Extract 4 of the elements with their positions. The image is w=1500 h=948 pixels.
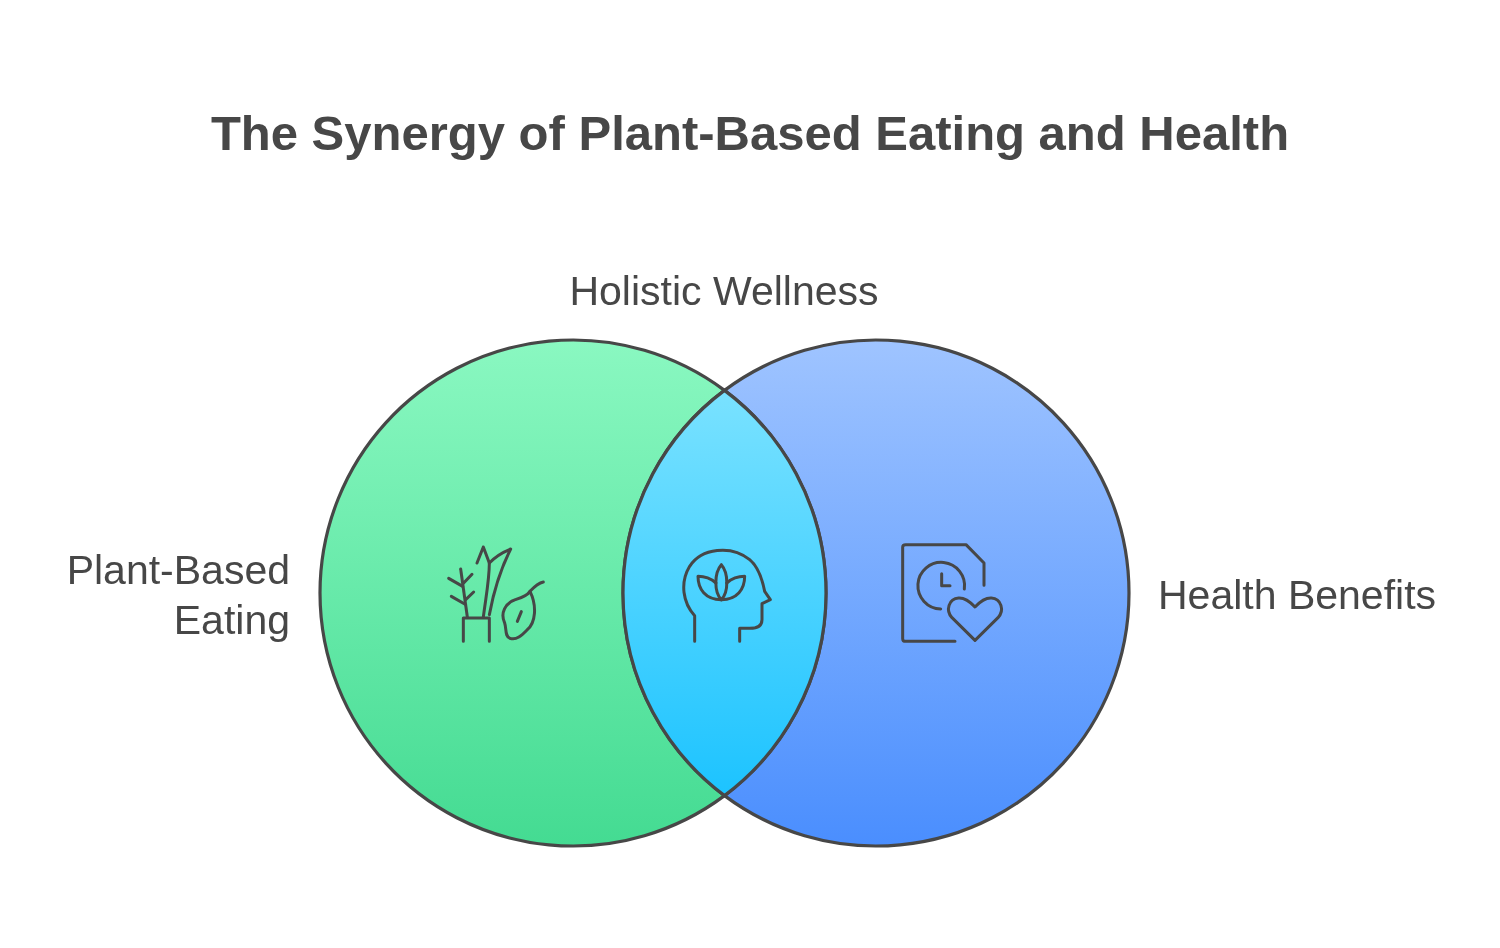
set-label: Holistic Wellness [568, 267, 880, 316]
diagram-title: The Synergy of Plant-Based Eating and Health [209, 105, 1291, 162]
set-label: Health Benefits [1158, 571, 1438, 620]
set-label: Plant-Based Eating [65, 546, 290, 645]
